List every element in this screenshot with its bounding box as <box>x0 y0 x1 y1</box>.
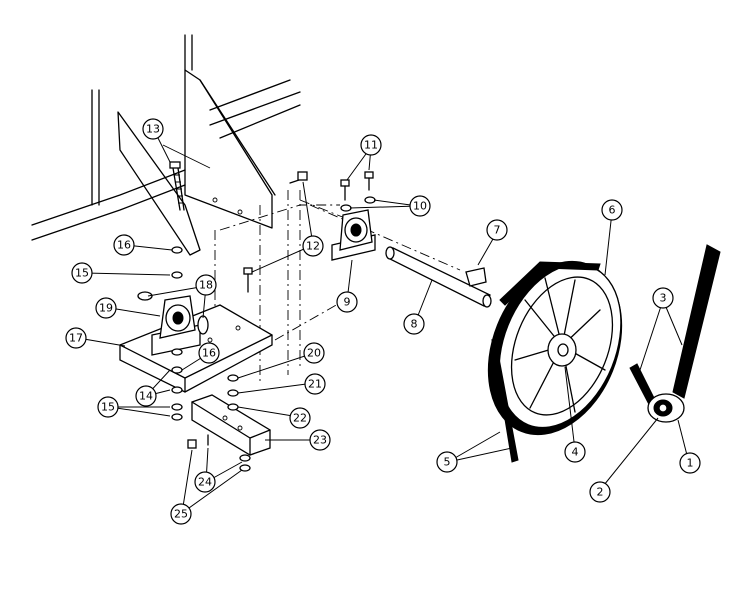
callout-label: 20 <box>307 347 321 360</box>
callout-14: 14 <box>135 385 157 407</box>
callout-label: 22 <box>293 412 307 425</box>
callout-16-upper: 16 <box>113 234 135 256</box>
callout-label: 1 <box>687 457 694 470</box>
callout-19: 19 <box>95 297 117 319</box>
callout-label: 2 <box>597 486 604 499</box>
machine-frame <box>31 34 461 385</box>
callout-label: 15 <box>101 401 115 414</box>
callout-11: 11 <box>360 134 382 156</box>
callout-label: 6 <box>609 204 616 217</box>
leader-lines <box>77 129 690 514</box>
callout-label: 8 <box>411 318 418 331</box>
callout-label: 16 <box>117 239 131 252</box>
callout-8: 8 <box>403 313 425 335</box>
callout-label: 17 <box>69 332 83 345</box>
callout-2: 2 <box>589 481 611 503</box>
callout-15-lower: 15 <box>97 396 119 418</box>
callout-label: 11 <box>364 139 378 152</box>
callout-label: 7 <box>494 224 501 237</box>
callout-label: 3 <box>660 292 667 305</box>
callout-6: 6 <box>601 199 623 221</box>
callout-label: 23 <box>313 434 327 447</box>
callout-18: 18 <box>195 274 217 296</box>
callout-label: 12 <box>306 240 320 253</box>
callout-label: 5 <box>444 456 451 469</box>
callout-12: 12 <box>302 235 324 257</box>
callout-4: 4 <box>564 441 586 463</box>
callout-label: 24 <box>198 476 212 489</box>
callout-25: 25 <box>170 503 192 525</box>
fasteners <box>137 171 376 472</box>
callout-10: 10 <box>409 195 431 217</box>
callouts: 1 2 3 4 5 6 7 8 9 10 11 12 13 14 15 15 1… <box>65 118 701 525</box>
callout-1: 1 <box>679 452 701 474</box>
callout-16-lower: 16 <box>198 342 220 364</box>
callout-24: 24 <box>194 471 216 493</box>
callout-label: 21 <box>308 378 322 391</box>
callout-label: 13 <box>146 123 160 136</box>
small-pulley <box>629 244 721 423</box>
callout-7: 7 <box>486 219 508 241</box>
callout-label: 4 <box>572 446 579 459</box>
callout-23: 23 <box>309 429 331 451</box>
callout-label: 15 <box>75 267 89 280</box>
callout-20: 20 <box>303 342 325 364</box>
large-pulley <box>487 260 623 436</box>
callout-9: 9 <box>336 291 358 313</box>
callout-label: 19 <box>99 302 113 315</box>
callout-3: 3 <box>652 287 674 309</box>
pillow-block-bearing-right <box>331 209 376 261</box>
callout-label: 9 <box>344 296 351 309</box>
lower-bracket <box>191 394 271 456</box>
v-belt <box>491 261 601 463</box>
callout-label: 18 <box>199 279 213 292</box>
callout-21: 21 <box>304 373 326 395</box>
long-bolt <box>169 161 185 211</box>
callout-label: 14 <box>139 390 153 403</box>
callout-17: 17 <box>65 327 87 349</box>
callout-13: 13 <box>142 118 164 140</box>
callout-22: 22 <box>289 407 311 429</box>
callout-label: 10 <box>413 200 427 213</box>
callout-15-upper: 15 <box>71 262 93 284</box>
mounting-plate <box>119 304 273 393</box>
callout-label: 16 <box>202 347 216 360</box>
drive-shaft <box>385 246 492 308</box>
pillow-block-bearing-left <box>151 295 201 356</box>
callout-label: 25 <box>174 508 188 521</box>
callout-5: 5 <box>436 451 458 473</box>
